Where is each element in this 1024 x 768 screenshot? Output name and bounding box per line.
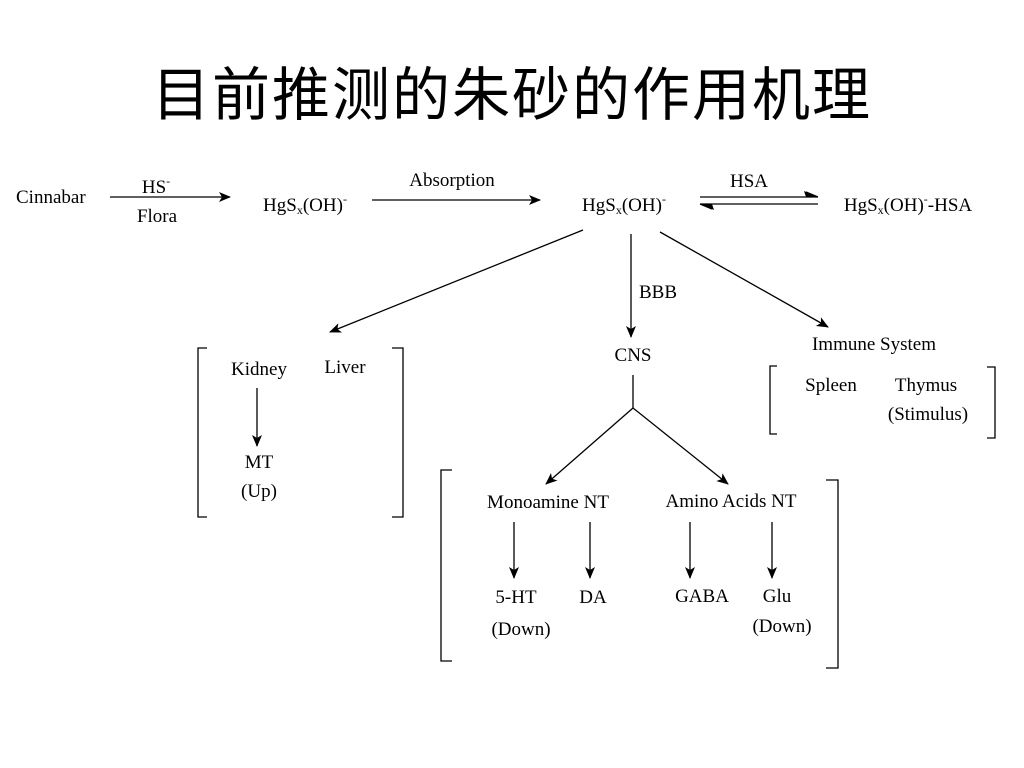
- thymus-effect-label: (Stimulus): [887, 404, 969, 425]
- slide-title: 目前推测的朱砂的作用机理: [151, 61, 872, 129]
- cinnabar-label: Cinnabar: [16, 187, 86, 208]
- immune-system-label: Immune System: [811, 334, 937, 355]
- hg-complex-label-1: HgSx(OH)-: [263, 192, 347, 217]
- bracket-organs-right: [392, 347, 404, 518]
- serotonin-effect-label: (Down): [491, 619, 551, 640]
- monoamine-nt-label: Monoamine NT: [487, 492, 609, 513]
- glutamate-label: Glu: [762, 586, 792, 607]
- bracket-nt-left: [440, 469, 452, 662]
- bbb-label: BBB: [639, 282, 678, 303]
- arrow-to-immune: [659, 231, 829, 328]
- spleen-label: Spleen: [805, 375, 857, 396]
- bracket-immune-right: [987, 366, 996, 439]
- bracket-nt-right: [826, 479, 839, 669]
- hg-complex-label-2: HgSx(OH)-: [582, 192, 666, 217]
- cns-label: CNS: [614, 345, 652, 366]
- hg-complex-hsa-label: HgSx(OH)--HSA: [843, 192, 973, 217]
- absorption-label: Absorption: [409, 170, 495, 191]
- arrow-to-kidney-liver: [329, 229, 584, 333]
- arrow-to-monoamine: [545, 407, 634, 485]
- bracket-organs-left: [197, 347, 207, 518]
- amino-acids-nt-label: Amino Acids NT: [665, 491, 797, 512]
- arrow-to-amino-acids: [632, 407, 729, 485]
- thymus-label: Thymus: [894, 375, 958, 396]
- dopamine-label: DA: [579, 587, 607, 608]
- hsa-label: HSA: [729, 171, 769, 192]
- kidney-label: Kidney: [231, 359, 287, 380]
- liver-label: Liver: [324, 357, 366, 378]
- mt-label: MT: [244, 452, 274, 473]
- flora-label: Flora: [136, 206, 178, 227]
- gaba-label: GABA: [675, 586, 729, 607]
- glutamate-effect-label: (Down): [752, 616, 812, 637]
- mt-effect-label: (Up): [241, 481, 277, 502]
- hs-reagent-label: HS-: [141, 174, 171, 198]
- bracket-immune-left: [769, 365, 777, 435]
- serotonin-label: 5-HT: [495, 587, 537, 608]
